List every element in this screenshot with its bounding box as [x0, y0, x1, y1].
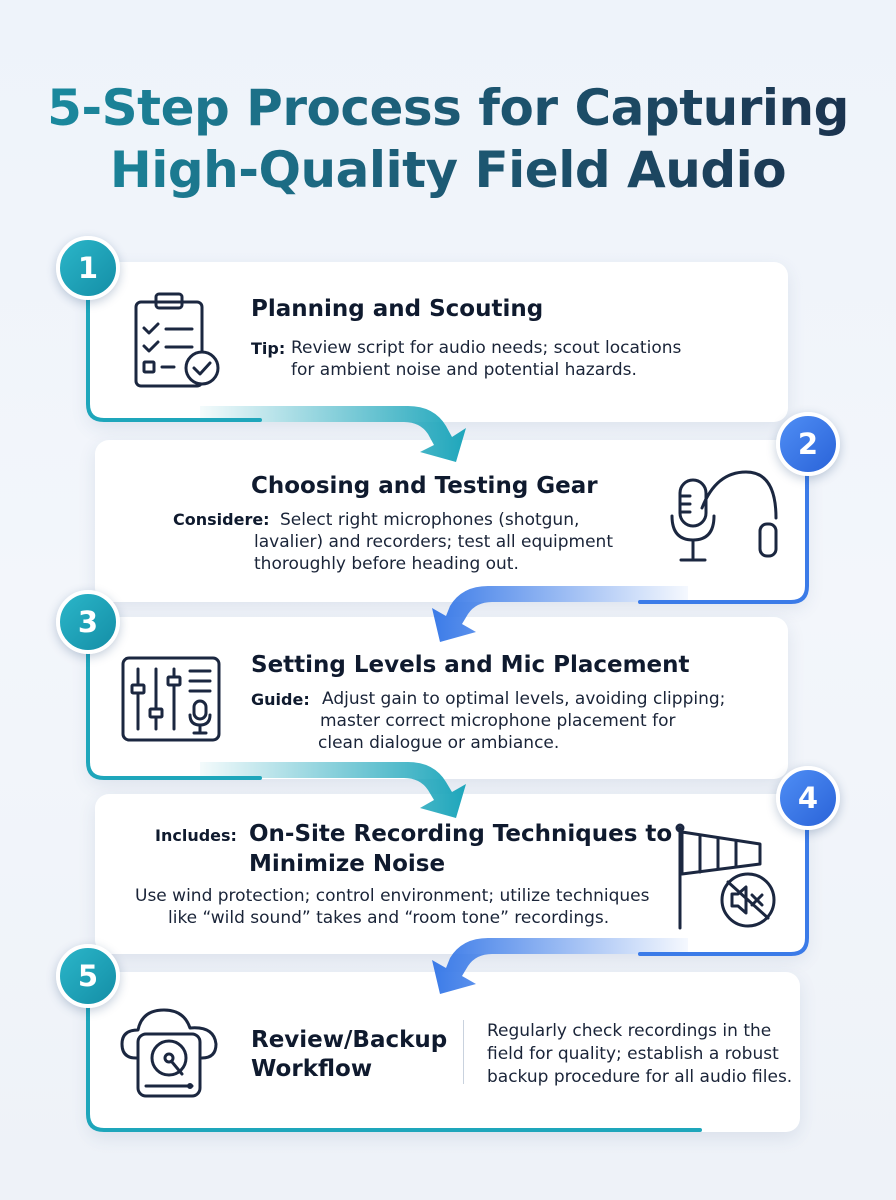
step-3-title: Setting Levels and Mic Placement — [251, 652, 690, 678]
step-2-desc-line-1: Select right microphones (shotgun, — [280, 510, 580, 530]
page-title-line-2: High-Quality Field Audio — [0, 140, 896, 200]
step-3-desc-line-2: master correct microphone placement for — [320, 711, 676, 731]
step-4-title-line-1: On-Site Recording Techniques to — [249, 821, 673, 847]
step-2-desc-line-3: thoroughly before heading out. — [254, 554, 519, 574]
step-5-number-badge: 5 — [56, 944, 120, 1008]
microphone-headphones-icon — [670, 470, 778, 562]
step-2-number-badge: 2 — [776, 412, 840, 476]
step-2-label: Considere: — [173, 510, 270, 529]
step-5-divider — [463, 1020, 464, 1084]
step-4-desc-line-2: like “wild sound” takes and “room tone” … — [168, 908, 610, 928]
step-5-title-line-2: Workflow — [251, 1056, 373, 1082]
step-5-desc-line-3: backup procedure for all audio files. — [487, 1067, 793, 1087]
step-3-desc-line-3: clean dialogue or ambiance. — [318, 733, 560, 753]
step-1-number-badge: 1 — [56, 236, 120, 300]
step-1-desc-line-2: for ambient noise and potential hazards. — [291, 360, 637, 380]
step-3-number-badge: 3 — [56, 590, 120, 654]
step-5-title-line-1: Review/Backup — [251, 1027, 448, 1053]
step-1-desc-line-1: Review script for audio needs; scout loc… — [291, 338, 682, 358]
step-4-number-badge: 4 — [776, 766, 840, 830]
step-3-desc-line-1: Adjust gain to optimal levels, avoiding … — [322, 689, 726, 709]
step-2-title: Choosing and Testing Gear — [251, 473, 598, 499]
step-4-desc-line-1: Use wind protection; control environment… — [135, 886, 650, 906]
step-5-desc-line-1: Regularly check recordings in the — [487, 1021, 772, 1041]
step-1-label: Tip: — [251, 339, 286, 358]
page-title-line-1: 5-Step Process for Capturing — [0, 78, 896, 138]
clipboard-checklist-icon — [134, 292, 220, 388]
cloud-hard-drive-icon — [120, 1008, 218, 1098]
step-3-label: Guide: — [251, 690, 310, 709]
step-4-title-line-2: Minimize Noise — [249, 851, 446, 877]
mixer-sliders-mic-icon — [121, 656, 221, 742]
windsock-mute-icon — [675, 823, 776, 930]
step-1-title: Planning and Scouting — [251, 296, 544, 322]
step-4-label: Includes: — [155, 826, 237, 845]
step-2-desc-line-2: lavalier) and recorders; test all equipm… — [254, 532, 613, 552]
step-5-desc-line-2: field for quality; establish a robust — [487, 1044, 779, 1064]
